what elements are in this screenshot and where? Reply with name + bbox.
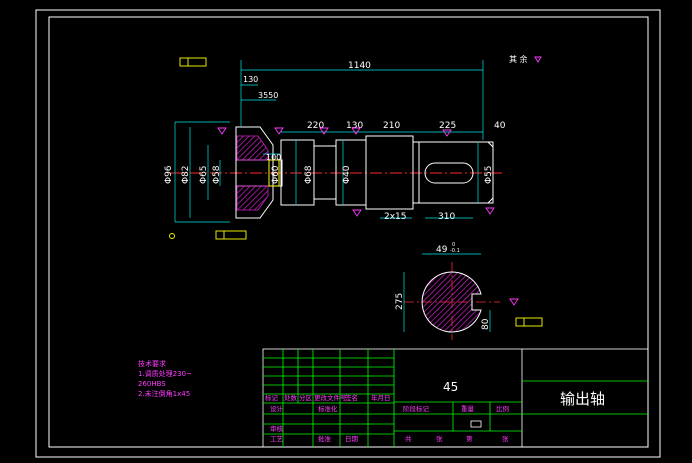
dim-310: 310 bbox=[438, 212, 455, 222]
section-key-depth: 80 bbox=[481, 318, 491, 330]
label-approve: 批准 bbox=[318, 434, 332, 443]
rev-header-mark: 标记 bbox=[265, 393, 279, 402]
dim-225: 225 bbox=[439, 121, 456, 131]
section-width: 49 bbox=[436, 245, 448, 255]
tolerance-frame-section bbox=[515, 317, 543, 327]
section-height: 275 bbox=[395, 293, 405, 310]
datum-marker bbox=[169, 233, 175, 239]
dim-3550: 3550 bbox=[258, 91, 278, 100]
dia-96: Φ96 bbox=[164, 165, 174, 184]
roughness-mark-6 bbox=[352, 209, 362, 217]
dim-210: 210 bbox=[383, 121, 400, 131]
keyway-slot bbox=[424, 162, 474, 184]
label-date: 日期 bbox=[345, 435, 359, 443]
section-tol-upper: 0 bbox=[452, 242, 455, 248]
label-design: 设计 bbox=[270, 404, 284, 413]
cross-section-view: 49 0 -0.1 275 80 bbox=[395, 242, 500, 340]
roughness-marks bbox=[217, 56, 542, 306]
rev-header-count: 处数 bbox=[284, 393, 298, 402]
label-sheets: 共 bbox=[405, 434, 412, 443]
shaft-main-view bbox=[170, 126, 505, 219]
tech-note-1-cont: 260HBS bbox=[138, 380, 166, 388]
rev-header-doc: 更改文件号 bbox=[314, 393, 347, 402]
label-process: 工艺 bbox=[270, 435, 284, 443]
shaft-end-step bbox=[412, 141, 494, 204]
rev-header-sign: 签名 bbox=[345, 393, 358, 402]
dia-60: Φ60 bbox=[271, 165, 281, 184]
roughness-mark-general bbox=[534, 56, 542, 63]
part-name: 输出轴 bbox=[560, 390, 605, 408]
dim-130: 130 bbox=[346, 121, 363, 131]
label-standard: 标准化 bbox=[318, 404, 338, 413]
dimension-texts: 1140 130 3550 220 130 210 225 40 100 2x1… bbox=[164, 61, 506, 222]
surface-note: 其 余 bbox=[509, 54, 528, 64]
outer-frame bbox=[35, 9, 661, 458]
roughness-mark-1 bbox=[217, 127, 227, 135]
tech-note-2: 2.未注倒角1x45 bbox=[138, 389, 190, 398]
dim-130-top: 130 bbox=[243, 75, 258, 84]
roughness-mark-3 bbox=[319, 127, 329, 135]
tech-notes-title: 技术要求 bbox=[138, 359, 166, 368]
label-sheet-unit: 张 bbox=[502, 434, 509, 443]
dim-1140: 1140 bbox=[348, 61, 371, 71]
dia-68: Φ68 bbox=[304, 165, 314, 184]
chamfer-line-bottom bbox=[487, 197, 494, 204]
label-stage: 阶段标记 bbox=[403, 404, 430, 413]
dim-220: 220 bbox=[307, 121, 324, 131]
gear-hatch-top bbox=[236, 135, 269, 161]
roughness-mark-8 bbox=[509, 298, 519, 306]
gear-hub-outline bbox=[235, 126, 274, 219]
rev-header-zone: 分区 bbox=[299, 393, 313, 402]
roughness-mark-5 bbox=[442, 129, 452, 137]
tech-notes: 技术要求 1.调质处理230~ 260HBS 2.未注倒角1x45 bbox=[138, 359, 192, 398]
gear-hatch-bottom bbox=[236, 185, 269, 211]
label-sheet: 第 bbox=[466, 434, 473, 443]
title-block-labels: 标记 处数 分区 更改文件号 签名 年月日 设计 标准化 审核 工艺 批准 日期… bbox=[265, 393, 509, 443]
chamfer-line-top bbox=[487, 141, 494, 148]
tolerance-frame-top bbox=[179, 57, 207, 67]
section-tol-lower: -0.1 bbox=[450, 248, 460, 254]
dia-40: Φ40 bbox=[342, 165, 352, 184]
dim-chamfer: 2x15 bbox=[384, 212, 407, 222]
label-review: 审核 bbox=[270, 424, 284, 433]
title-block-texts: 45 输出轴 bbox=[443, 380, 605, 408]
title-block bbox=[262, 348, 649, 448]
dim-40: 40 bbox=[494, 121, 506, 131]
dia-82: Φ82 bbox=[181, 165, 191, 184]
material-label: 45 bbox=[443, 380, 458, 394]
tolerance-frames bbox=[169, 57, 543, 327]
dim-100: 100 bbox=[266, 153, 281, 162]
label-scale: 比例 bbox=[496, 404, 509, 413]
bore-chamfer-marks bbox=[268, 159, 280, 187]
dia-65: Φ65 bbox=[199, 165, 209, 184]
label-weight: 重量 bbox=[461, 405, 475, 413]
tolerance-frame-bottom bbox=[215, 230, 247, 240]
title-block-frame bbox=[262, 348, 649, 448]
label-sheets-unit: 张 bbox=[436, 434, 443, 443]
roughness-mark-2 bbox=[274, 127, 284, 135]
roughness-mark-4 bbox=[351, 127, 361, 135]
dia-55: Φ55 bbox=[484, 165, 494, 184]
tech-note-1: 1.调质处理230~ bbox=[138, 369, 192, 378]
roughness-mark-7 bbox=[485, 207, 495, 215]
section-hatched-disc bbox=[421, 271, 482, 333]
dia-58: Φ58 bbox=[212, 165, 222, 184]
scale-box bbox=[470, 420, 482, 428]
rev-header-date: 年月日 bbox=[371, 393, 391, 402]
